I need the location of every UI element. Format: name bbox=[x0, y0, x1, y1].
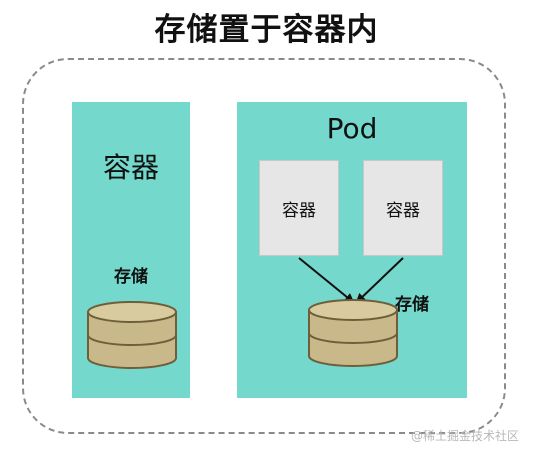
pod-storage-disk-icon bbox=[308, 299, 398, 367]
pod-container-box: 容器 bbox=[363, 160, 443, 256]
container-to-storage-arrows bbox=[298, 257, 404, 304]
pod-container-box: 容器 bbox=[259, 160, 339, 256]
arrow-right-container-to-storage bbox=[355, 257, 404, 304]
pod-storage-label: 存储 bbox=[395, 295, 429, 315]
container-storage-disk-icon bbox=[87, 301, 177, 369]
watermark-text: @稀土掘金技术社区 bbox=[410, 429, 519, 443]
outer-dashed-boundary bbox=[22, 58, 506, 434]
pod-panel: Pod 容器 容器 存储 bbox=[237, 102, 467, 398]
container-storage-label: 存储 bbox=[114, 267, 148, 287]
arrow-left-container-to-storage bbox=[298, 257, 355, 304]
pod-label: Pod bbox=[326, 112, 378, 145]
container-label: 容器 bbox=[102, 151, 159, 184]
diagram-title: 存储置于容器内 bbox=[154, 12, 379, 48]
